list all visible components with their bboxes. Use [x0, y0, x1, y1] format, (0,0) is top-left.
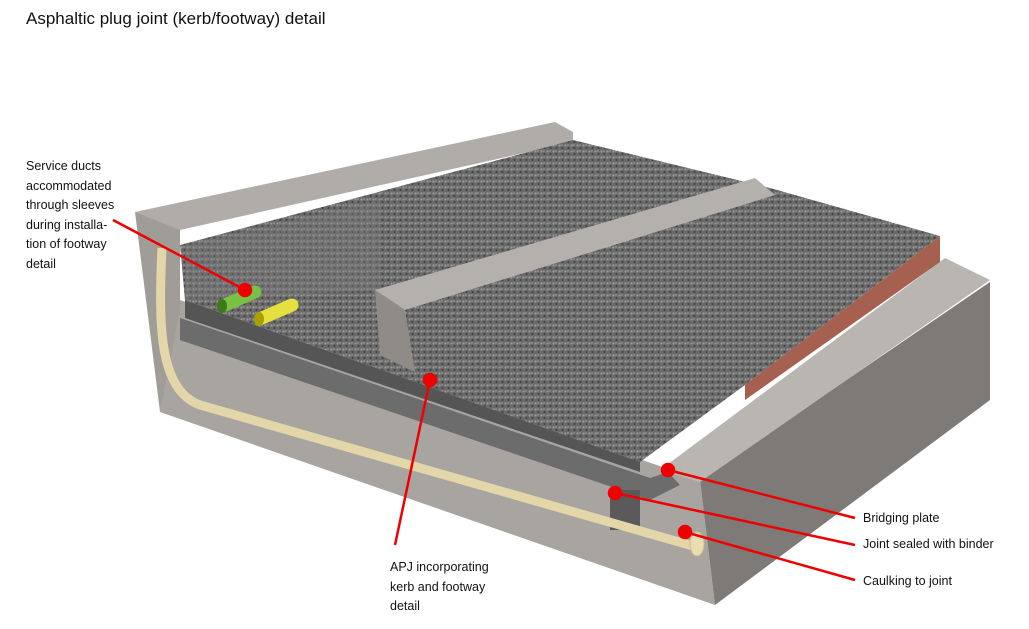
- label-line: accommodated: [26, 178, 112, 193]
- leader-dot: [677, 524, 693, 540]
- asphalt-front-face: [185, 300, 640, 472]
- green-duct-end: [217, 299, 227, 313]
- bridging-plate: [180, 318, 680, 500]
- label-line: APJ incorporating: [390, 560, 489, 574]
- road-asphalt-top: [180, 140, 940, 462]
- leader-service-ducts: [112, 218, 246, 292]
- label-line: detail: [26, 256, 56, 271]
- label-line: kerb and footway: [390, 579, 486, 594]
- label-line: during installa-: [26, 217, 108, 232]
- caulking-tube: [156, 247, 702, 553]
- label-apj: APJ incorporating kerb and footway detai…: [390, 558, 489, 617]
- leader-dot: [237, 282, 253, 298]
- leader-bridging-plate: [667, 468, 856, 520]
- base-right-face: [700, 282, 990, 605]
- kerb-top: [375, 178, 775, 310]
- leader-joint-sealed: [614, 491, 856, 547]
- leader-dot: [422, 372, 438, 388]
- leader-apj: [393, 379, 432, 546]
- leader-dot: [660, 462, 676, 478]
- footway-band: [185, 200, 380, 300]
- label-bridging-plate: Bridging plate: [863, 511, 940, 525]
- label-service-ducts: Service ducts accommodated through sleev…: [26, 157, 114, 274]
- page-title: Asphaltic plug joint (kerb/footway) deta…: [26, 9, 326, 28]
- yellow-duct: [255, 298, 299, 325]
- label-joint-sealed: Joint sealed with binder: [863, 537, 994, 551]
- label-line: tion of footway: [26, 237, 107, 251]
- leader-dot: [607, 485, 623, 501]
- label-caulking: Caulking to joint: [863, 574, 952, 588]
- leader-caulking: [684, 530, 856, 582]
- label-line: through sleeves: [26, 198, 115, 212]
- yellow-duct-end: [254, 312, 264, 326]
- label-line: Service ducts: [26, 159, 102, 173]
- caulking-end: [689, 531, 705, 557]
- base-right-top: [660, 258, 990, 482]
- wall-top: [135, 122, 573, 230]
- label-line: detail: [390, 599, 420, 613]
- membrane: [745, 236, 940, 400]
- kerb-front: [375, 290, 415, 372]
